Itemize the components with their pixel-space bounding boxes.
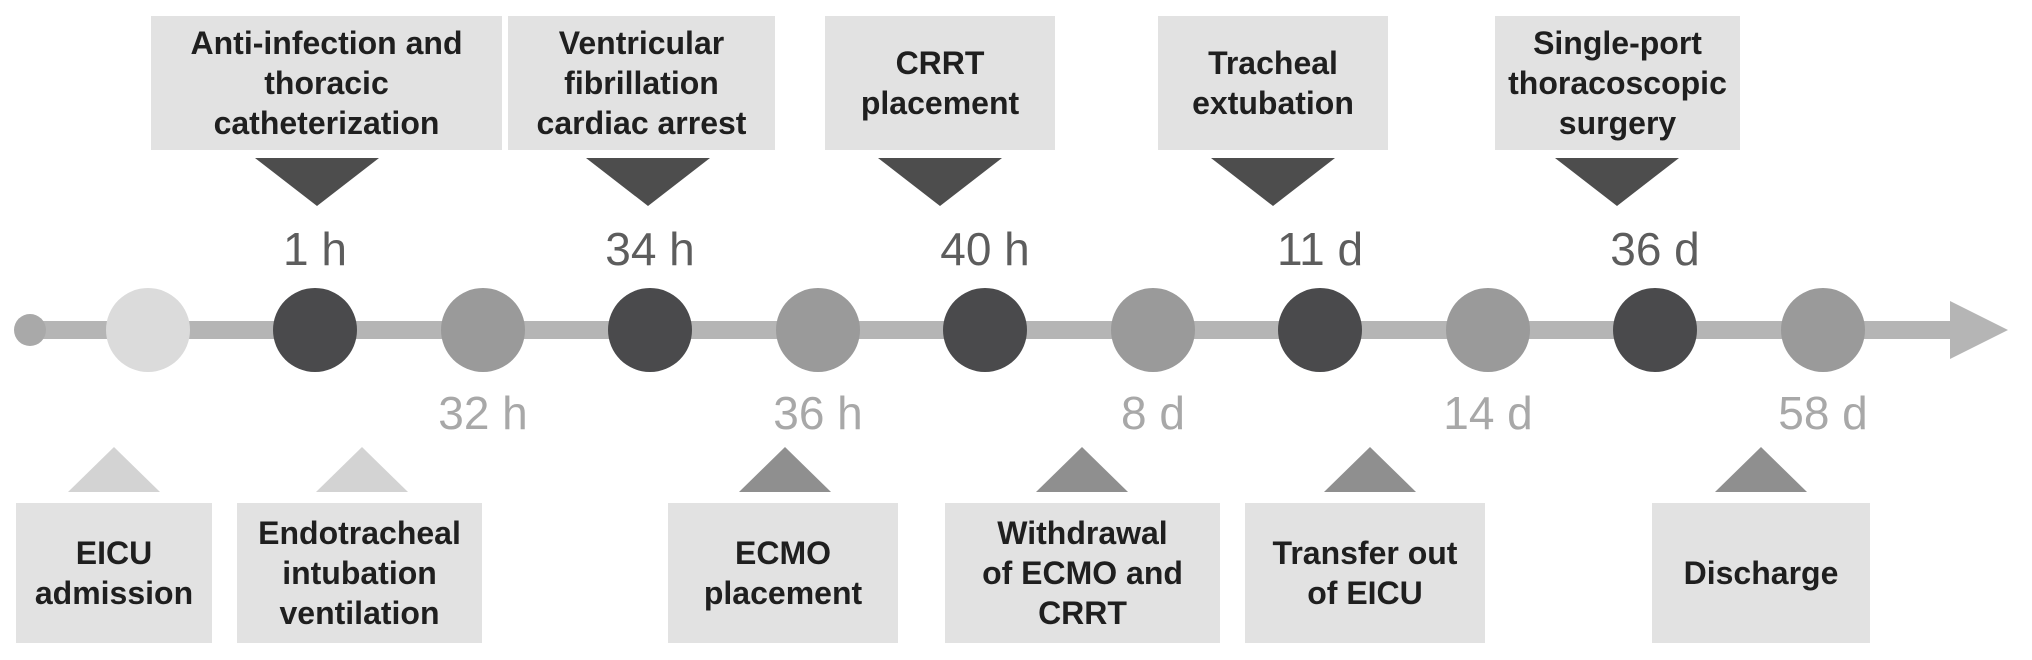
event-label: Anti-infection and thoracic catheterizat… xyxy=(190,25,463,141)
timeline-node-anti-infection xyxy=(273,288,357,372)
event-box-discharge: Discharge xyxy=(1652,503,1870,643)
event-box-single-port-surgery: Single-port thoracoscopic surgery xyxy=(1495,16,1740,150)
time-label-36d: 36 d xyxy=(1610,223,1700,275)
event-box-eicu-admission: EICU admission xyxy=(16,503,212,643)
event-label: Withdrawal of ECMO and CRRT xyxy=(982,515,1183,631)
time-label-36h: 36 h xyxy=(773,387,863,439)
event-box-crrt-placement: CRRT placement xyxy=(825,16,1055,150)
time-label-1h: 1 h xyxy=(283,223,347,275)
event-box-endotracheal-intubation: Endotracheal intubation ventilation xyxy=(237,503,482,643)
timeline-node-ventricular-fibrillation xyxy=(608,288,692,372)
arrow-up-icon xyxy=(739,447,831,492)
timeline-node-crrt-placement xyxy=(943,288,1027,372)
event-label: Transfer out of EICU xyxy=(1272,535,1458,611)
arrow-up-icon xyxy=(68,447,160,492)
time-label-32h: 32 h xyxy=(438,387,528,439)
arrow-up-icon xyxy=(1324,447,1416,492)
arrow-up-icon xyxy=(316,447,408,492)
event-label: EICU admission xyxy=(34,535,194,611)
time-label-14d: 14 d xyxy=(1443,387,1533,439)
timeline-node-ecmo-crrt-withdrawal xyxy=(1111,288,1195,372)
timeline-node-single-port-surgery xyxy=(1613,288,1697,372)
arrow-up-icon xyxy=(1036,447,1128,492)
event-label: ECMO placement xyxy=(703,535,863,611)
time-label-58d: 58 d xyxy=(1778,387,1868,439)
event-box-ecmo-crrt-withdrawal: Withdrawal of ECMO and CRRT xyxy=(945,503,1220,643)
event-label: Endotracheal intubation ventilation xyxy=(258,515,461,631)
arrow-up-icon xyxy=(1715,447,1807,492)
arrow-down-icon xyxy=(586,158,710,206)
timeline-node-ecmo-placement xyxy=(776,288,860,372)
time-label-40h: 40 h xyxy=(940,223,1030,275)
timeline-arrow-icon xyxy=(1950,301,2008,359)
arrow-down-icon xyxy=(1555,158,1679,206)
arrow-down-icon xyxy=(878,158,1002,206)
timeline-node-eicu-admission xyxy=(106,288,190,372)
event-box-ecmo-placement: ECMO placement xyxy=(668,503,898,643)
event-label: Ventricular fibrillation cardiac arrest xyxy=(536,25,747,141)
arrow-down-icon xyxy=(1211,158,1335,206)
time-label-34h: 34 h xyxy=(605,223,695,275)
timeline-start-dot xyxy=(14,314,46,346)
event-label: CRRT placement xyxy=(860,45,1020,121)
timeline-node-tracheal-extubation xyxy=(1278,288,1362,372)
timeline-node-eicu-transfer xyxy=(1446,288,1530,372)
event-box-ventricular-fibrillation: Ventricular fibrillation cardiac arrest xyxy=(508,16,775,150)
timeline-node-discharge xyxy=(1781,288,1865,372)
event-label: Single-port thoracoscopic surgery xyxy=(1508,25,1727,141)
event-label: Discharge xyxy=(1683,555,1839,591)
time-label-11d: 11 d xyxy=(1276,223,1364,275)
event-label: Tracheal extubation xyxy=(1192,45,1354,121)
event-box-anti-infection: Anti-infection and thoracic catheterizat… xyxy=(151,16,502,150)
event-box-eicu-transfer: Transfer out of EICU xyxy=(1245,503,1485,643)
arrow-down-icon xyxy=(255,158,379,206)
event-box-tracheal-extubation: Tracheal extubation xyxy=(1158,16,1388,150)
time-label-8d: 8 d xyxy=(1121,387,1185,439)
timeline-node-endotracheal-intubation xyxy=(441,288,525,372)
